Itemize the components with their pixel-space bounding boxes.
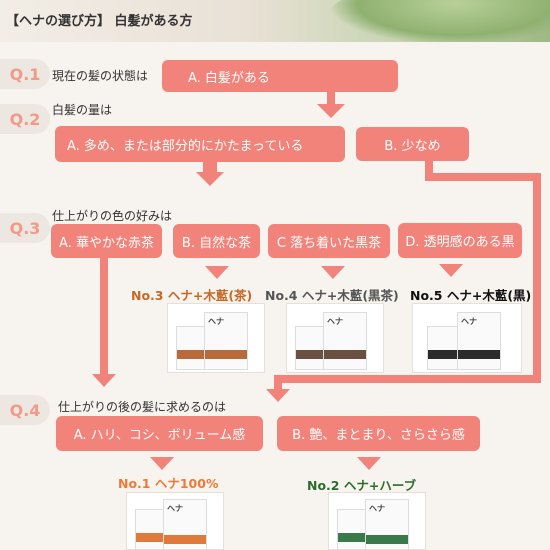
q4b-arrow: [357, 457, 381, 470]
q3-option-d[interactable]: D. 透明感のある黒: [398, 223, 522, 258]
q1-connector: [327, 92, 335, 104]
q2-option-a[interactable]: A. 多め、または部分的にかたまっている: [55, 126, 345, 162]
q2-option-b[interactable]: B. 少なめ: [356, 127, 469, 161]
q2b-arrow: [266, 389, 290, 402]
q3-label: Q.3: [0, 213, 50, 243]
q2b-connector-drop: [274, 375, 282, 389]
q4a-arrow: [150, 457, 174, 470]
q2b-connector-back: [274, 375, 541, 383]
q1-option-a[interactable]: A. 白髪がある: [162, 60, 398, 92]
q2-arrow-a: [196, 172, 224, 186]
q3a-connector: [100, 258, 108, 376]
product-image-no5: ヘナ: [412, 303, 522, 373]
result-no5: No.5 ヘナ+木藍(黒): [410, 288, 532, 303]
q4-option-b[interactable]: B. 艶、まとまり、さらさら感: [277, 416, 480, 451]
product-image-no1: ヘナ: [126, 492, 224, 550]
q3b-arrow: [205, 266, 229, 279]
q3-option-a[interactable]: A. 華やかな赤茶: [51, 224, 162, 258]
q3-option-c[interactable]: C 落ち着いた黒茶: [268, 224, 390, 258]
q2b-connector-right: [425, 173, 541, 181]
q2b-connector-long: [533, 173, 541, 383]
result-no2: No.2 ヘナ+ハーブ: [307, 478, 417, 493]
q3-option-b[interactable]: B. 自然な茶: [173, 224, 260, 258]
q4-option-a[interactable]: A. ハリ、コシ、ボリューム感: [56, 416, 263, 451]
product-logo: ヘナ: [327, 317, 343, 326]
q3c-arrow: [321, 266, 345, 279]
q1-question: 現在の髪の状態は: [52, 69, 149, 83]
henna-powder-image: [330, 0, 550, 42]
product-image-no2: ヘナ: [328, 492, 426, 550]
product-image-no3: ヘナ: [167, 303, 265, 373]
q4-label: Q.4: [0, 395, 50, 425]
result-no1: No.1 ヘナ100%: [118, 476, 219, 491]
q2-label: Q.2: [0, 104, 50, 134]
result-no3: No.3 ヘナ+木藍(茶): [131, 288, 253, 303]
q1-label: Q.1: [0, 59, 50, 89]
product-logo: ヘナ: [167, 504, 183, 513]
header-banner: 【ヘナの選び方】 白髪がある方: [0, 0, 550, 42]
q1-arrow: [317, 104, 345, 118]
q2-question: 白髪の量は: [52, 103, 113, 117]
q3-question: 仕上がりの色の好みは: [52, 209, 173, 223]
q2-connector-a: [203, 162, 217, 172]
product-logo: ヘナ: [461, 317, 477, 326]
product-image-no4: ヘナ: [286, 303, 384, 373]
q2b-connector-down: [425, 161, 433, 177]
product-logo: ヘナ: [208, 317, 224, 326]
q4-question: 仕上がりの後の髪に求めるのは: [58, 400, 227, 414]
q3a-arrow: [92, 374, 116, 387]
page-title: 【ヘナの選び方】 白髪がある方: [6, 14, 193, 29]
result-no4: No.4 ヘナ+木藍(黒茶): [265, 288, 399, 303]
q3d-arrow: [439, 264, 463, 277]
product-logo: ヘナ: [369, 504, 385, 513]
